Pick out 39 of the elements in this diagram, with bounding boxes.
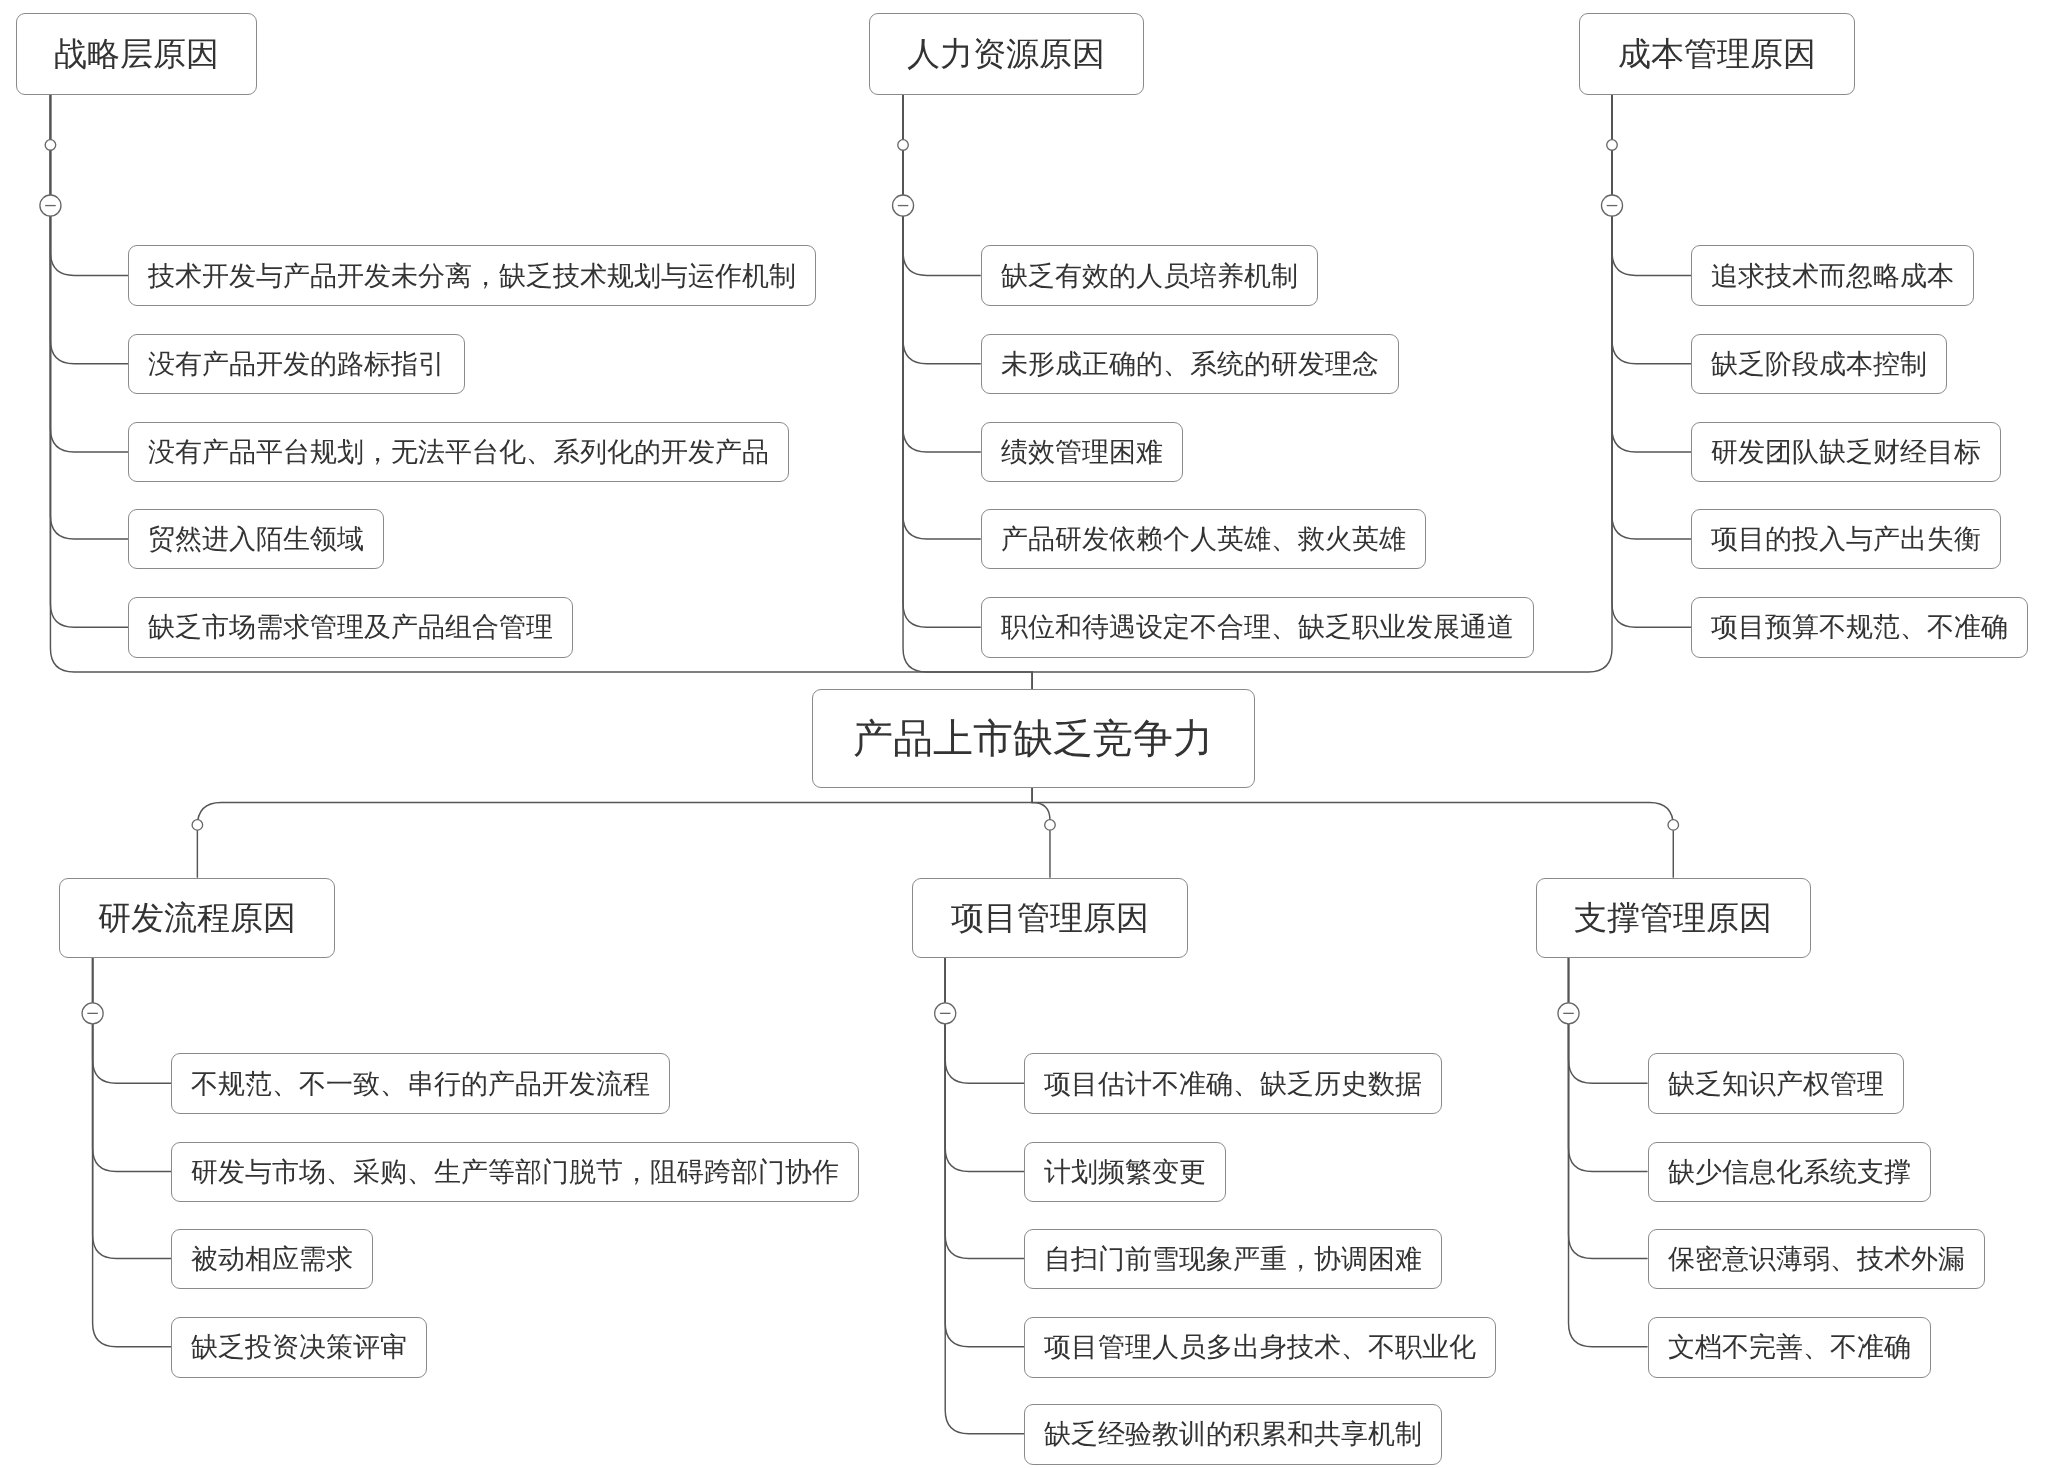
cause-box: 缺乏经验教训的积累和共享机制: [1024, 1403, 1443, 1465]
cause-box: 未形成正确的、系统的研发理念: [980, 333, 1399, 395]
connector-line: [91, 957, 173, 1348]
connector-line: [1031, 787, 1674, 879]
cause-box: 自扫门前雪现象严重，协调困难: [1024, 1228, 1443, 1290]
category-box: 项目管理原因: [912, 877, 1188, 959]
cause-box: 贸然进入陌生领域: [127, 508, 384, 570]
category-box: 支撑管理原因: [1535, 877, 1812, 959]
cause-box: 研发与市场、采购、生产等部门脱节，阻碍跨部门协作: [171, 1141, 860, 1203]
cause-box: 没有产品开发的路标指引: [127, 333, 465, 395]
cause-box: 技术开发与产品开发未分离，缺乏技术规划与运作机制: [127, 245, 816, 306]
cause-box: 文档不完善、不准确: [1647, 1316, 1931, 1378]
cause-box: 不规范、不一致、串行的产品开发流程: [171, 1053, 671, 1114]
cause-box: 绩效管理困难: [980, 421, 1183, 483]
cause-box: 缺乏投资决策评审: [171, 1316, 428, 1378]
connector-line: [1567, 957, 1649, 1348]
connector-line: [49, 94, 129, 628]
cause-box: 项目的投入与产出失衡: [1691, 508, 2002, 570]
cause-box: 缺乏知识产权管理: [1647, 1053, 1904, 1114]
cause-box: 追求技术而忽略成本: [1691, 245, 1975, 306]
cause-box: 缺少信息化系统支撑: [1647, 1141, 1931, 1203]
category-box: 成本管理原因: [1579, 13, 1855, 95]
cause-box: 缺乏阶段成本控制: [1691, 333, 1948, 395]
cause-box: 缺乏市场需求管理及产品组合管理: [127, 597, 573, 658]
cause-box: 被动相应需求: [171, 1228, 374, 1290]
cause-box: 没有产品平台规划，无法平台化、系列化的开发产品: [127, 421, 789, 483]
cause-box: 保密意识薄弱、技术外漏: [1647, 1228, 1985, 1290]
cause-box: 项目管理人员多出身技术、不职业化: [1024, 1316, 1497, 1378]
category-box: 人力资源原因: [868, 13, 1145, 95]
category-box: 研发流程原因: [59, 877, 335, 959]
cause-box: 项目估计不准确、缺乏历史数据: [1024, 1053, 1443, 1114]
cause-box: 产品研发依赖个人英雄、救火英雄: [980, 508, 1426, 570]
cause-box: 缺乏有效的人员培养机制: [980, 245, 1318, 306]
central-topic-box: 产品上市缺乏竞争力: [812, 689, 1255, 789]
cause-box: 职位和待遇设定不合理、缺乏职业发展通道: [980, 597, 1534, 658]
category-box: 战略层原因: [15, 13, 258, 95]
cause-box: 计划频繁变更: [1024, 1141, 1227, 1203]
cause-box: 研发团队缺乏财经目标: [1691, 421, 2002, 483]
cause-box: 项目预算不规范、不准确: [1691, 597, 2029, 658]
